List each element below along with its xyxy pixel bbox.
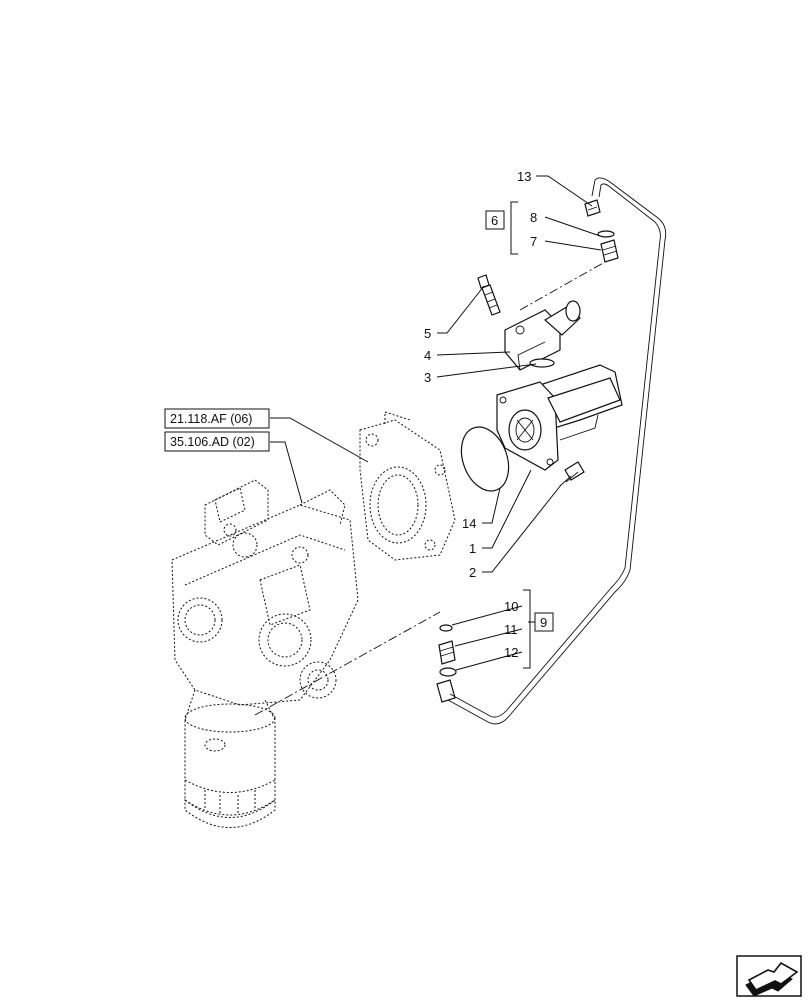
callout-13: 13	[517, 169, 531, 184]
reference-box-21-118-af[interactable]: 21.118.AF (06)	[164, 408, 270, 429]
callout-numbers: 13 8 7 5 4 3 14 1 2 10 11 12	[424, 169, 537, 660]
next-page-arrow-icon[interactable]	[736, 955, 802, 997]
o-ring-part-14	[460, 426, 510, 492]
callout-4: 4	[424, 348, 431, 363]
callout-box-6: 6	[485, 210, 505, 230]
svg-text:6: 6	[491, 213, 498, 228]
cap-screw-part-5	[477, 274, 501, 316]
svg-text:21.118.AF (06): 21.118.AF (06)	[170, 412, 252, 426]
axis-line-upper	[519, 257, 613, 311]
callout-14: 14	[462, 516, 476, 531]
adapter-housing-hidden	[359, 411, 456, 561]
svg-text:9: 9	[540, 615, 547, 630]
leader-lines	[270, 175, 602, 671]
callout-3: 3	[424, 370, 431, 385]
main-pump-assembly-hidden	[171, 479, 359, 828]
reference-box-35-106-ad[interactable]: 35.106.AD (02)	[164, 431, 270, 452]
callout-12: 12	[504, 645, 518, 660]
callout-8: 8	[530, 210, 537, 225]
callout-7: 7	[530, 234, 537, 249]
cap-screw-part-2	[559, 461, 585, 487]
callout-1: 1	[469, 541, 476, 556]
callout-2: 2	[469, 565, 476, 580]
svg-text:35.106.AD (02): 35.106.AD (02)	[170, 435, 255, 449]
callout-box-9: 9	[534, 612, 554, 632]
fitting-assembly-upper	[584, 199, 619, 263]
callout-5: 5	[424, 326, 431, 341]
axis-line-lower	[254, 611, 441, 716]
callout-11: 11	[504, 622, 518, 637]
manifold-block-part-4	[504, 300, 581, 371]
callout-10: 10	[504, 599, 518, 614]
fitting-assembly-lower	[436, 624, 457, 703]
hydraulic-pump-part-1	[496, 364, 623, 471]
o-ring-part-3	[529, 358, 555, 368]
hydraulic-tube	[447, 177, 667, 725]
